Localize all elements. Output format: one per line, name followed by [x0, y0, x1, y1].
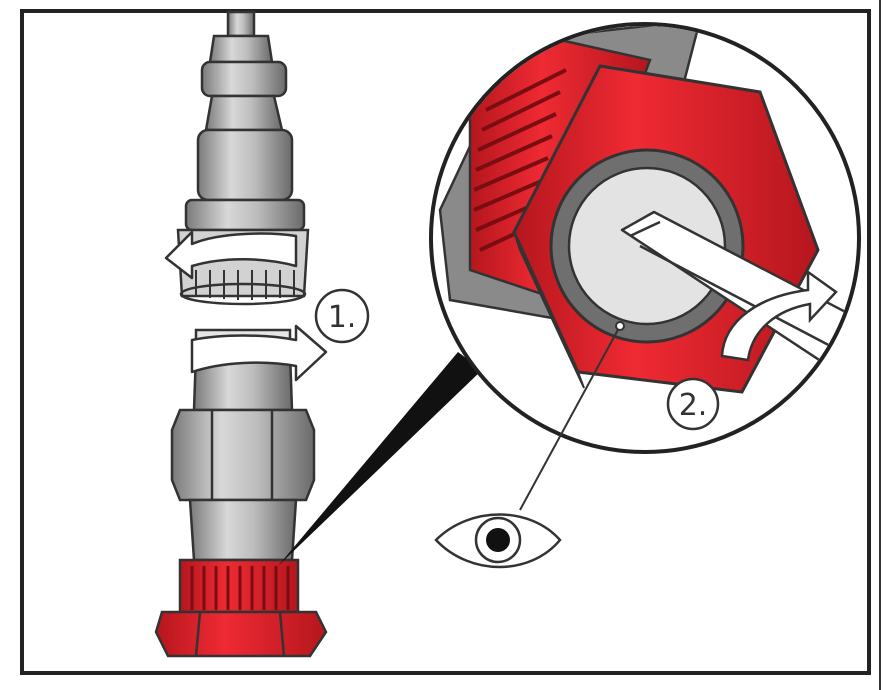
step-2-badge: 2.: [666, 377, 720, 431]
rotate-arrow-icon: [164, 230, 298, 280]
eye-icon: [434, 513, 562, 569]
detail-pointer: [278, 352, 482, 566]
step-2-label: 2.: [679, 388, 708, 423]
inspect-pointer-line: [519, 325, 621, 511]
rotate-arrow-icon: [190, 324, 328, 382]
step-1-label: 1.: [328, 300, 357, 335]
red-base-nut: [154, 558, 328, 658]
rotate-arrow-icon: [720, 269, 838, 362]
detail-view: [429, 22, 861, 454]
step-1-badge: 1.: [314, 288, 370, 344]
